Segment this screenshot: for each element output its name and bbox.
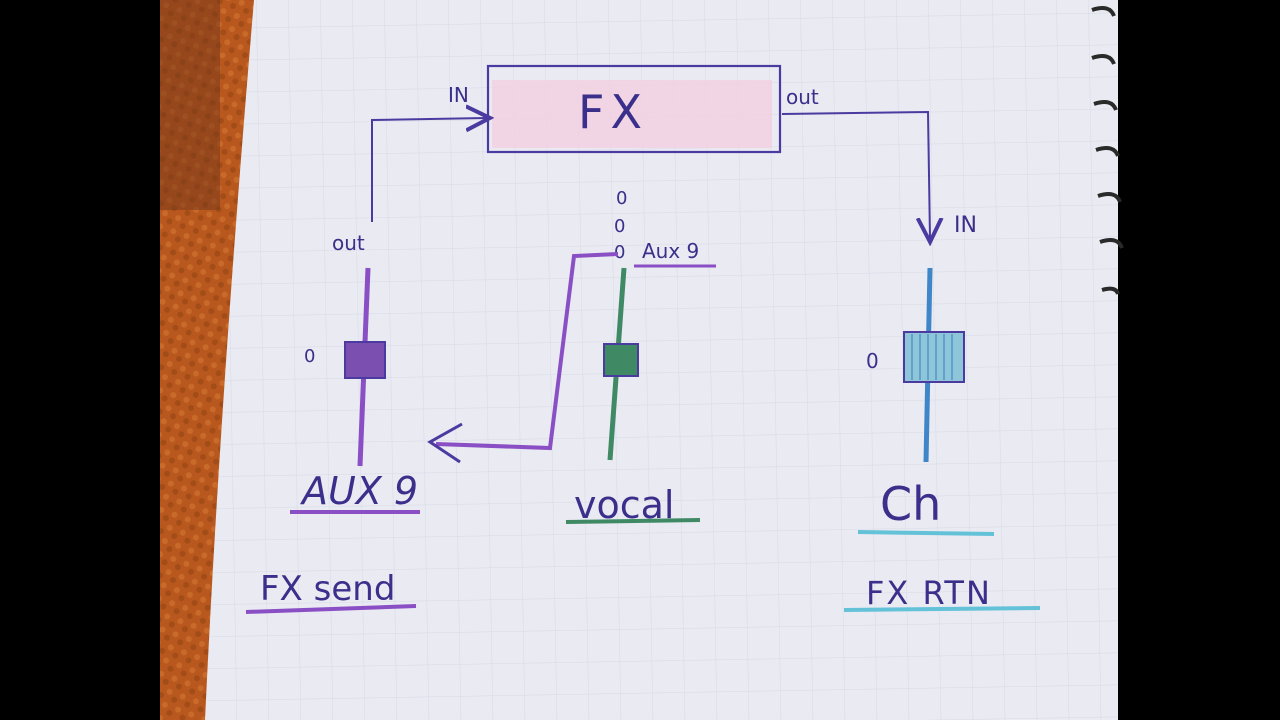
send-wire — [371, 118, 486, 222]
send-caption: FX send — [260, 569, 395, 609]
vocal-aux-label: Aux 9 — [642, 239, 699, 263]
aux-send-path — [435, 252, 619, 451]
fx-out-label: out — [786, 85, 819, 109]
return-caption: FX RTN — [866, 574, 992, 612]
vocal-knob-1: 0 — [616, 188, 627, 209]
return-knob-label: 0 — [866, 349, 879, 373]
vocal-knob-2: 0 — [614, 216, 625, 237]
fx-box-fill — [492, 80, 772, 148]
vocal-knob-3: 0 — [614, 242, 625, 263]
vocal-fader-cap — [603, 343, 639, 377]
return-channel-label: Ch — [880, 477, 941, 531]
aux-send-arrowhead-icon — [427, 422, 463, 464]
return-in-label: IN — [954, 213, 977, 238]
return-wire — [781, 110, 930, 238]
return-fader-cap — [903, 331, 965, 383]
fx-box-label: FX — [578, 85, 648, 139]
send-out-label: out — [332, 231, 365, 255]
fx-in-label: IN — [448, 83, 469, 107]
send-fader-cap — [344, 341, 386, 379]
send-knob-label: 0 — [304, 346, 315, 367]
spiral-binding — [1091, 6, 1124, 295]
send-channel-label: AUX 9 — [299, 469, 418, 513]
